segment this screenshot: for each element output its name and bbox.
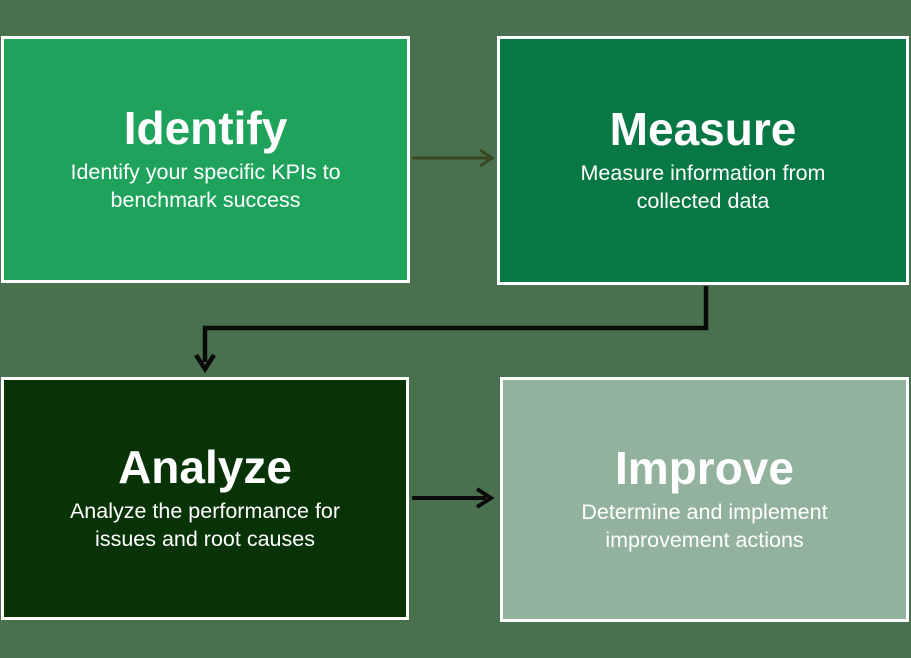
stage-subtitle-analyze: Analyze the performance for issues and r… xyxy=(69,498,341,551)
stage-box-analyze: Analyze Analyze the performance for issu… xyxy=(1,377,409,620)
stage-title-improve: Improve xyxy=(615,442,794,495)
stage-title-analyze: Analyze xyxy=(118,441,292,494)
stage-subtitle-measure: Measure information from collected data xyxy=(580,160,826,213)
connector-analyze-to-improve-arrow xyxy=(412,487,495,509)
stage-title-identify: Identify xyxy=(123,102,288,155)
stage-subtitle-identify: Identify your specific KPIs to benchmark… xyxy=(70,159,341,212)
connector-identify-to-measure-arrow xyxy=(412,148,495,168)
stage-title-measure: Measure xyxy=(609,103,797,156)
stage-subtitle-improve: Determine and implement improvement acti… xyxy=(581,499,828,552)
connector-measure-to-analyze-elbow-arrow xyxy=(194,286,709,374)
stage-box-improve: Improve Determine and implement improvem… xyxy=(500,377,909,622)
stage-box-identify: Identify Identify your specific KPIs to … xyxy=(1,36,410,283)
stage-box-measure: Measure Measure information from collect… xyxy=(497,36,909,285)
